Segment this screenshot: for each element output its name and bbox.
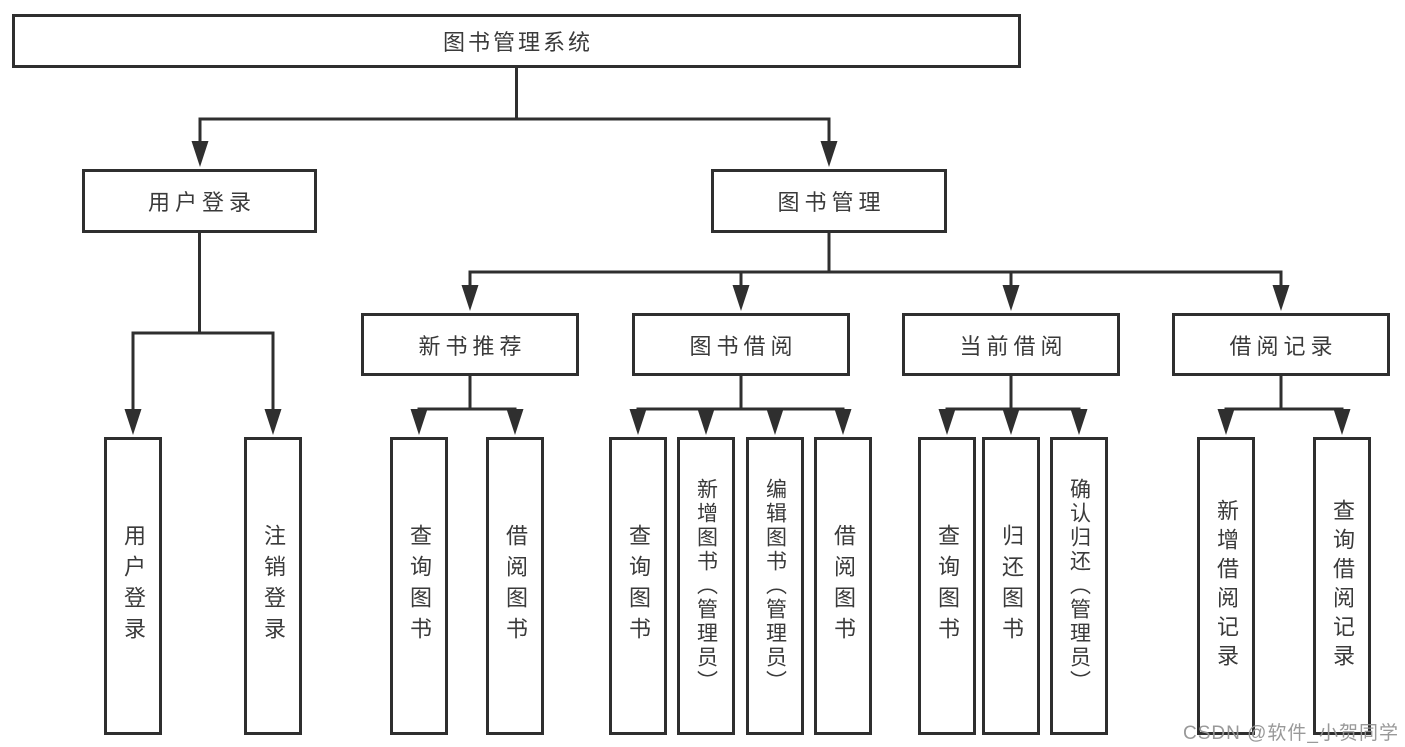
leaf-borrow-books: 借阅图书 [814, 437, 872, 735]
leaf-label: 编辑图书（管理员） [763, 478, 787, 694]
leaf-query-borrow-record: 查询借阅记录 [1313, 437, 1371, 735]
csdn-watermark: CSDN @软件_小贺同学 [1183, 723, 1399, 744]
node-label: 用户登录 [147, 190, 256, 215]
node-borrow-records: 借阅记录 [1172, 313, 1390, 376]
leaf-logout: 注销登录 [244, 437, 302, 735]
arrowheads [124, 141, 1351, 435]
node-label: 借阅记录 [1229, 333, 1338, 359]
node-label: 图书管理系统 [442, 30, 593, 55]
leaf-borrow-query-books: 查询图书 [609, 437, 667, 735]
leaf-confirm-return-admin: 确认归还（管理员） [1050, 437, 1108, 735]
node-label: 当前借阅 [959, 333, 1068, 359]
node-book-borrow: 图书借阅 [632, 313, 850, 376]
leaf-label: 查询图书 [407, 524, 432, 648]
leaf-label: 确认归还（管理员） [1067, 478, 1091, 694]
node-new-book-recommend: 新书推荐 [361, 313, 579, 376]
leaf-label: 归还图书 [999, 524, 1024, 648]
leaf-add-borrow-record: 新增借阅记录 [1197, 437, 1255, 735]
leaf-add-book-admin: 新增图书（管理员） [677, 437, 735, 735]
leaf-label: 注销登录 [261, 524, 286, 648]
leaf-label: 新增借阅记录 [1214, 499, 1239, 673]
leaf-user-login: 用户登录 [104, 437, 162, 735]
node-current-borrow: 当前借阅 [902, 313, 1120, 376]
leaf-recommend-query-books: 查询图书 [390, 437, 448, 735]
node-label: 图书管理 [777, 190, 886, 215]
node-label: 新书推荐 [418, 333, 527, 359]
leaf-edit-book-admin: 编辑图书（管理员） [746, 437, 804, 735]
node-book-management: 图书管理 [711, 169, 947, 233]
leaf-label: 借阅图书 [831, 524, 856, 648]
leaf-recommend-borrow-books: 借阅图书 [486, 437, 544, 735]
leaf-label: 查询图书 [935, 524, 960, 648]
leaf-return-books: 归还图书 [982, 437, 1040, 735]
leaf-label: 用户登录 [121, 524, 146, 648]
node-label: 图书借阅 [689, 333, 798, 359]
node-library-management-system: 图书管理系统 [12, 14, 1021, 68]
leaf-label: 查询图书 [626, 524, 651, 648]
leaf-label: 查询借阅记录 [1330, 499, 1355, 673]
node-user-login: 用户登录 [82, 169, 317, 233]
leaf-label: 借阅图书 [503, 524, 528, 648]
leaf-current-query-books: 查询图书 [918, 437, 976, 735]
leaf-label: 新增图书（管理员） [694, 478, 718, 694]
